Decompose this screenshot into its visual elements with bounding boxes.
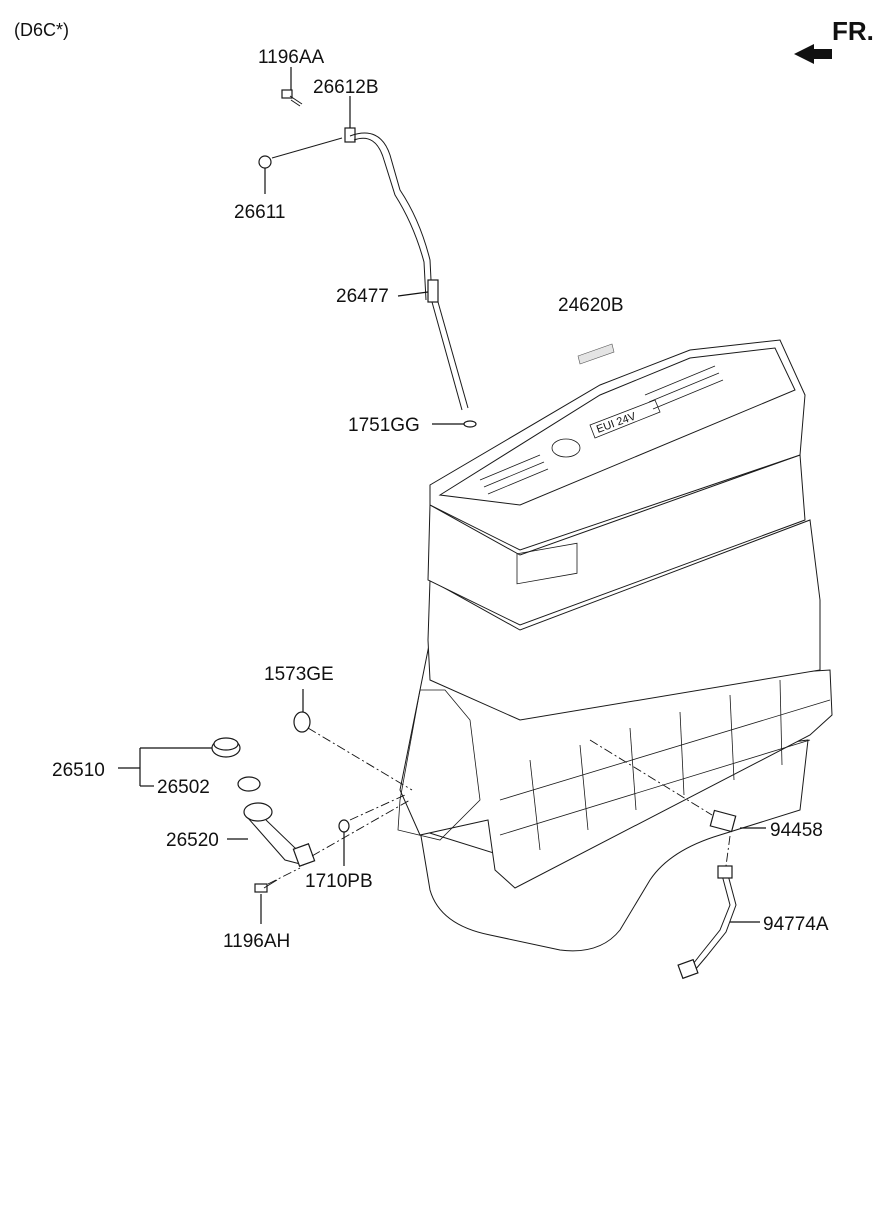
dipstick-guide-tube <box>349 132 433 301</box>
installation-lines <box>267 727 731 885</box>
clip-1751gg <box>463 420 477 428</box>
guide-tube-end-26477 <box>427 279 439 303</box>
label-24620b: 24620B <box>558 295 624 316</box>
label-26612b: 26612B <box>313 77 379 98</box>
label-1573ge: 1573GE <box>264 664 334 685</box>
plug-1573ge <box>293 711 311 733</box>
label-1196aa: 1196AA <box>258 47 325 68</box>
filler-pipe-26520 <box>243 802 316 867</box>
front-direction-indicator: FR. <box>794 16 874 64</box>
gasket-26502 <box>237 776 261 792</box>
dipstick-tube-lower <box>431 301 463 411</box>
label-1710pb: 1710PB <box>305 871 373 892</box>
bolt-1196ah <box>254 879 278 893</box>
front-arrow-icon <box>794 44 832 64</box>
variant-label: (D6C*) <box>14 20 69 40</box>
label-26510: 26510 <box>52 760 105 781</box>
sensor-94458 <box>709 809 737 833</box>
label-plate-24620b <box>577 343 615 365</box>
sensor-assembly <box>677 809 737 980</box>
dipstick-assembly <box>258 89 615 428</box>
oil-filler-assembly <box>211 711 350 893</box>
engine-assembly-drawing: EUI 24V <box>397 339 833 952</box>
label-26611: 26611 <box>234 202 285 223</box>
front-plate <box>397 689 481 841</box>
label-94774a: 94774A <box>763 914 829 935</box>
dipstick-handle-26611 <box>258 155 272 169</box>
leader-lines <box>118 67 766 924</box>
label-94458: 94458 <box>770 820 823 841</box>
cylinder-block-upper <box>427 519 821 721</box>
label-26520: 26520 <box>166 830 219 851</box>
cover-ribs <box>479 365 724 495</box>
filler-cap-26510 <box>211 737 241 758</box>
o-ring-1710pb <box>338 819 350 833</box>
label-26502: 26502 <box>157 777 210 798</box>
front-direction-label: FR. <box>832 16 874 46</box>
oil-pan <box>419 739 809 952</box>
sensor-harness-94774a <box>689 874 731 969</box>
label-1751gg: 1751GG <box>348 415 420 436</box>
label-26477: 26477 <box>336 286 389 307</box>
bolt-1196aa <box>281 89 303 107</box>
brand-logo-icon <box>551 438 581 458</box>
block-ribs <box>499 542 831 851</box>
part-labels: 1196AA 26612B 26611 26477 24620B 1751GG … <box>52 47 829 952</box>
label-1196ah: 1196AH <box>223 931 290 952</box>
